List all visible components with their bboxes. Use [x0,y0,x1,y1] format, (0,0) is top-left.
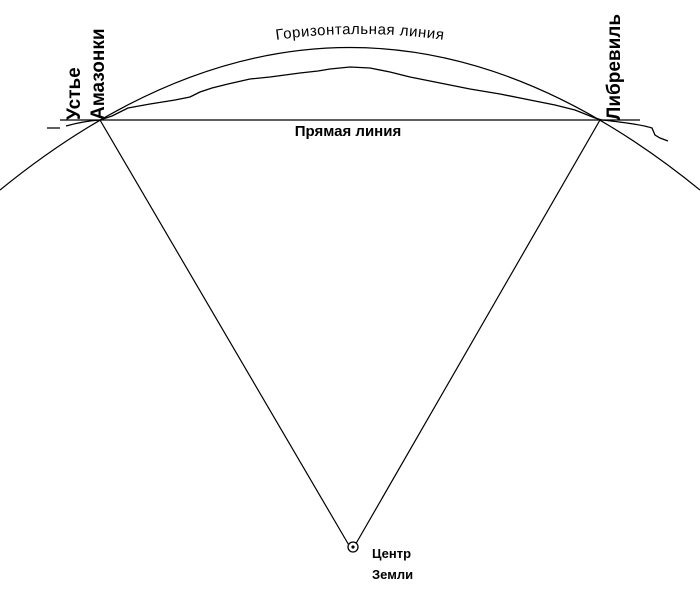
horizontal-terrain-line [99,66,603,121]
ground-tick-left [47,119,101,129]
earth-center-label-line2: Земли [372,567,413,582]
amazon-mouth-label-line1: Устье [64,67,85,120]
earth-center-dot [351,545,355,549]
radius-right [353,119,601,548]
straight-line-label: Прямая линия [295,123,401,140]
horizontal-line-label-path: Горизонтальная линия [275,21,445,44]
earth-center-label-line1: Центр [372,546,411,561]
radius-left [99,119,351,548]
ground-tick-right [601,119,669,142]
horizontal-line-label: Горизонтальная линия [275,21,446,44]
amazon-mouth-label-line2: Амазонки [88,28,109,120]
libreville-label: Либревиль [604,14,625,120]
